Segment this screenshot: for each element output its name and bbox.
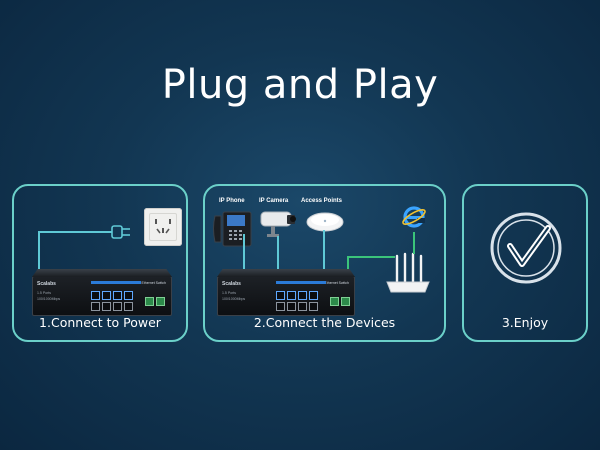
ethernet-switch: Scalabs 1.5 Ports 100/1000Mbps 1.5L Ethe… xyxy=(217,269,355,316)
switch-speed-label: 100/1000Mbps xyxy=(222,297,246,301)
check-circle-icon xyxy=(486,208,566,288)
router-icon xyxy=(383,252,433,294)
caption-enjoy: 3.Enjoy xyxy=(501,315,549,330)
label-ip-camera: IP Camera xyxy=(259,198,289,204)
ethernet-switch: Scalabs 1.5 Ports 100/1000Mbps 1.5L Ethe… xyxy=(32,269,172,316)
panel-connect-devices: IP Phone IP Camera Access Points xyxy=(203,184,446,342)
power-outlet-icon xyxy=(144,208,182,246)
camera-cable xyxy=(277,236,279,290)
label-access-points: Access Points xyxy=(301,198,343,204)
internet-explorer-icon xyxy=(401,204,427,230)
ip-camera-icon xyxy=(257,206,299,238)
phone-cable xyxy=(243,234,245,290)
switch-model: 1.5L Ethernet Switch xyxy=(316,281,349,285)
router-to-internet-cable xyxy=(413,232,415,254)
caption-connect-power: 1.Connect to Power xyxy=(39,315,161,330)
switch-speed-label: 100/1000Mbps xyxy=(37,297,61,301)
power-plug-icon xyxy=(110,222,134,242)
caption-connect-devices: 2.Connect the Devices xyxy=(253,315,396,330)
switch-port-label: 1.5 Ports xyxy=(37,291,52,295)
switch-model: 1.5L Ethernet Switch xyxy=(133,281,166,285)
access-point-icon xyxy=(305,208,345,232)
uplink-cable-horizontal xyxy=(347,256,395,258)
page-title: Plug and Play xyxy=(161,62,439,108)
switch-port-label: 1.5 Ports xyxy=(222,291,237,295)
label-ip-phone: IP Phone xyxy=(219,198,245,204)
power-cable-drop xyxy=(38,231,40,301)
ap-cable xyxy=(323,230,325,290)
power-cable xyxy=(38,231,112,233)
ip-phone-icon xyxy=(211,208,253,248)
switch-brand: Scalabs xyxy=(37,281,56,287)
panel-enjoy: 3.Enjoy xyxy=(462,184,588,342)
switch-brand: Scalabs xyxy=(222,281,241,287)
panel-connect-power: Scalabs 1.5 Ports 100/1000Mbps 1.5L Ethe… xyxy=(12,184,188,342)
